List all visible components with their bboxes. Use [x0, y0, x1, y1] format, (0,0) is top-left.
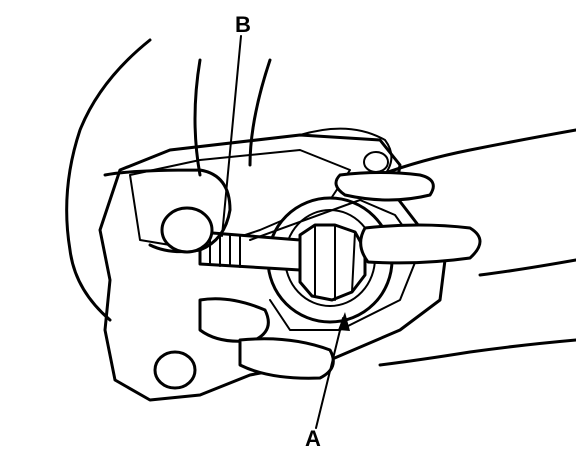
pointer-arrowhead-a: [338, 312, 350, 331]
right-hand: [378, 128, 576, 367]
shaft: [198, 230, 302, 272]
gear-teeth: [314, 224, 356, 301]
right-finger-middle: [359, 223, 482, 265]
left-thumb: [160, 206, 214, 254]
pointer-line-b: [221, 35, 242, 237]
shaft-splines: [209, 232, 241, 268]
mount-hole-bottom: [153, 350, 197, 390]
pinion-gear: [298, 223, 367, 302]
clutch-rail: [249, 199, 421, 331]
label-b: B: [235, 12, 251, 37]
left-fingers: [198, 297, 270, 343]
left-hand: [65, 38, 272, 322]
mounting-ear-top: [299, 127, 393, 181]
label-a: A: [305, 426, 321, 451]
pointer-line-a: [315, 317, 344, 429]
right-finger-upper: [334, 171, 435, 202]
